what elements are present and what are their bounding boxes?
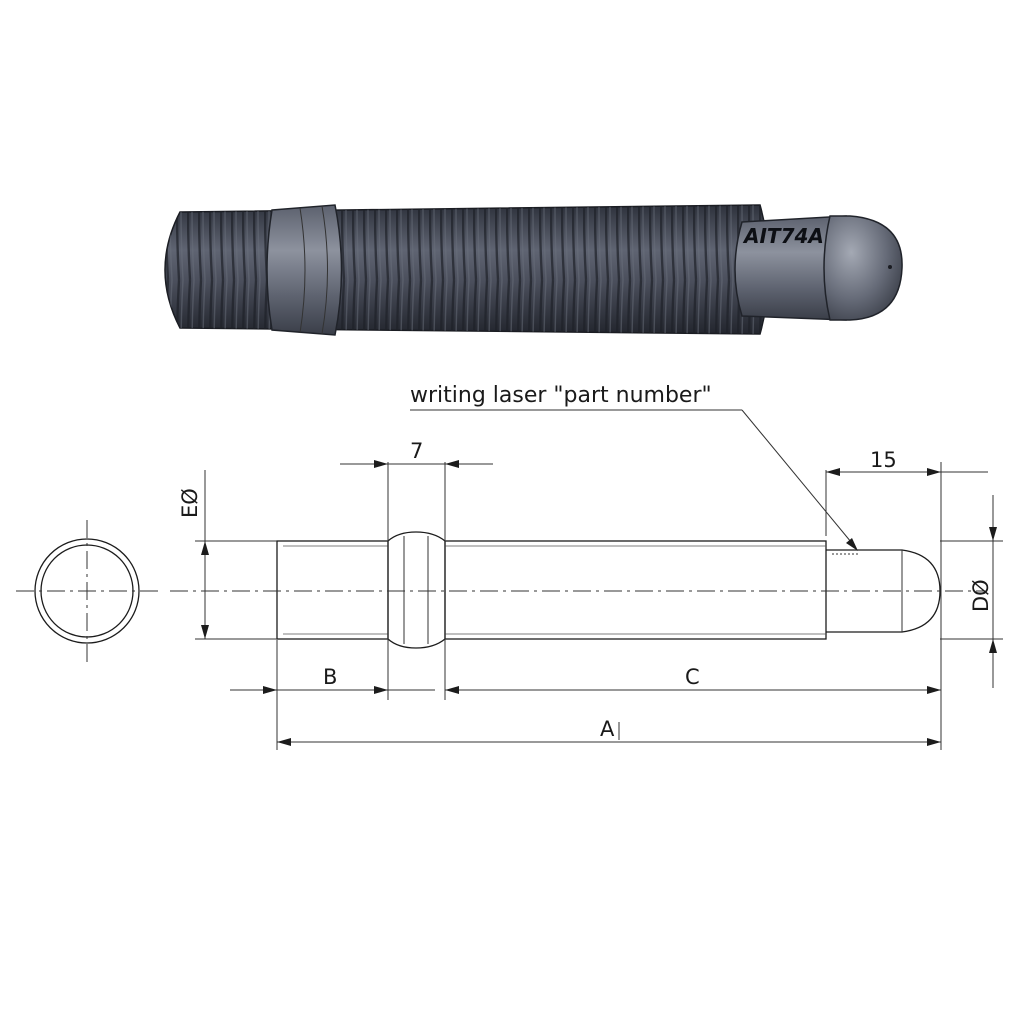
- laser-note: writing laser "part number": [410, 383, 858, 551]
- dim-pin-diameter: DØ: [969, 579, 993, 612]
- pin-shank: [734, 215, 847, 321]
- dim-section-b: B: [323, 665, 337, 689]
- engraved-part-number: AIT74A: [742, 224, 824, 248]
- stud-render: AIT74A: [164, 204, 903, 336]
- thread-texture: [165, 205, 769, 334]
- dim-collar-width: 7: [410, 439, 423, 463]
- dimensions: 7 15 B C A EØ DØ: [178, 439, 1003, 750]
- pin-dome: [823, 215, 903, 321]
- side-view: [170, 531, 985, 649]
- dim-section-c: C: [685, 665, 700, 689]
- laser-note-text: writing laser "part number": [410, 383, 712, 408]
- collar: [266, 204, 343, 336]
- dim-overall-length: A: [600, 717, 615, 741]
- dim-pin-length: 15: [870, 448, 897, 472]
- end-view: [16, 520, 158, 664]
- dim-thread-diameter: EØ: [178, 488, 202, 518]
